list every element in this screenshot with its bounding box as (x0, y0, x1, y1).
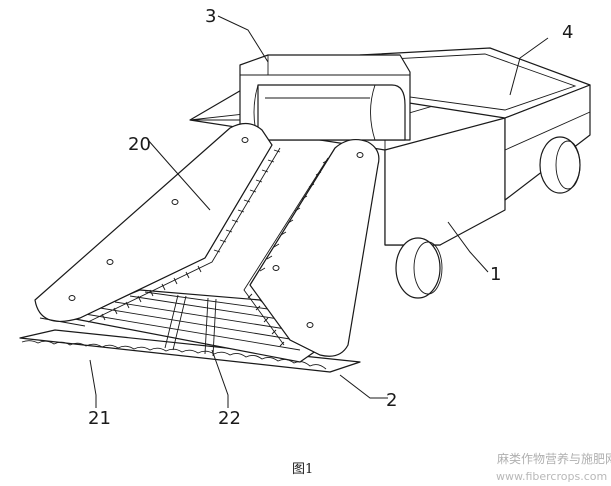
label-part-4: 4 (562, 22, 573, 43)
watermark-title: 麻类作物营养与施肥网 (497, 451, 611, 466)
cab-unit (239, 54, 411, 141)
base-plate (19, 329, 361, 373)
left-conveyor-arm (34, 122, 281, 327)
leader-lines (89, 15, 549, 408)
wheel-front (395, 237, 443, 299)
label-part-21: 21 (88, 408, 111, 429)
wheel-rear (539, 136, 581, 194)
label-part-1: 1 (490, 264, 501, 285)
label-part-2: 2 (386, 390, 397, 411)
watermark-url: www.fibercrops.com (496, 470, 607, 483)
right-conveyor-arm (243, 138, 380, 357)
label-part-20: 20 (128, 134, 151, 155)
label-part-3: 3 (205, 6, 216, 27)
figure-caption: 图1 (292, 462, 313, 477)
cargo-bed (359, 47, 591, 201)
label-part-22: 22 (218, 408, 241, 429)
